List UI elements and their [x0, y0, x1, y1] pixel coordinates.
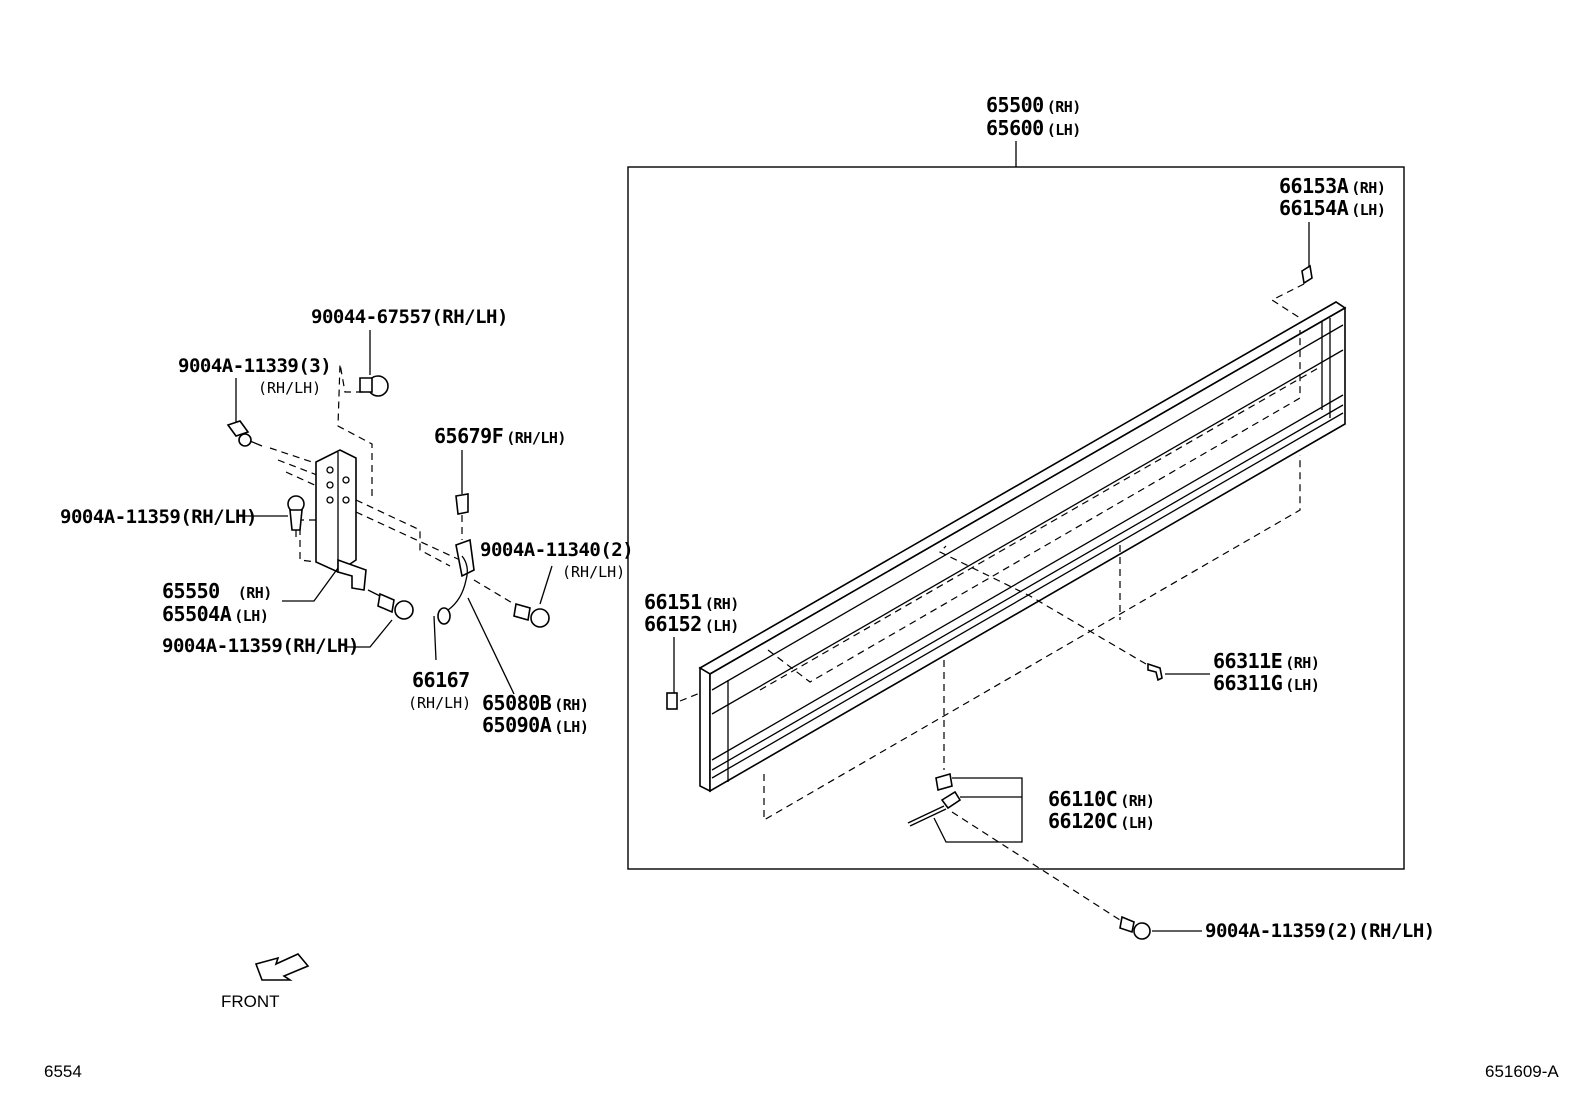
clip-mid-part: [938, 545, 1163, 770]
bolt-bottom-right-label: 9004A-11359(2)(RH/LH): [1205, 920, 1435, 942]
bolt-11340-label: 9004A-11340(2): [480, 539, 633, 561]
moulding-assembly-frame: [627, 141, 1405, 870]
clip-bottom-rh-sfx: (RH): [1120, 792, 1154, 810]
bolt-11339-sfx: (RH/LH): [258, 379, 321, 397]
svg-text:66154A(LH): 66154A(LH): [1279, 196, 1385, 220]
clip-bottom-lh-pn: 66120C: [1048, 809, 1117, 833]
clip-left-rh-pn: 66151: [644, 590, 702, 614]
front-arrow-icon: [254, 953, 310, 981]
clip-mid-lh-pn: 66311G: [1213, 671, 1283, 695]
callout-moulding: 65500(RH) 65600(LH): [986, 93, 1081, 140]
rivet-part: [337, 330, 389, 500]
clip-bottom-parts: [907, 772, 1121, 921]
clip-bottom-rh-pn: 66110C: [1048, 787, 1117, 811]
part-66167-pn: 66167: [412, 668, 470, 692]
harness-rh-sfx: (RH): [554, 696, 588, 714]
bracket-lh-sfx: (LH): [234, 607, 268, 625]
callout-bracket: 65550 (RH) 65504A(LH): [162, 567, 339, 626]
harness-lh-pn: 65090A: [482, 713, 552, 737]
bolt-11359-lower-part: [346, 589, 414, 648]
svg-text:66311G(LH): 66311G(LH): [1213, 671, 1319, 695]
clip-top-lh-sfx: (LH): [1351, 201, 1385, 219]
svg-text:65600(LH): 65600(LH): [986, 116, 1081, 140]
clip-left-lh-pn: 66152: [644, 612, 702, 636]
callout-harness: 65080B(RH) 65090A(LH): [482, 691, 589, 737]
clip-top-lh-pn: 66154A: [1279, 196, 1349, 220]
rivet-label: 90044-67557(RH/LH): [311, 306, 508, 328]
callout-clip-left: 66151(RH) 66152(LH): [644, 590, 739, 693]
callout-clip-65679F: 65679F(RH/LH): [434, 424, 566, 494]
svg-text:65550(RH): 65550 (RH): [162, 579, 272, 603]
side-moulding-panel: [698, 301, 1347, 793]
harness-part: [433, 538, 515, 695]
bolt-11340-part: [473, 565, 553, 628]
svg-text:65679F(RH/LH): 65679F(RH/LH): [434, 424, 566, 448]
bracket-part: [299, 449, 461, 591]
svg-text:65504A(LH): 65504A(LH): [162, 602, 268, 626]
clip-mid-lh-sfx: (LH): [1285, 676, 1319, 694]
moulding-lh-sfx: (LH): [1047, 121, 1081, 139]
clip-65679F-pn: 65679F: [434, 424, 503, 448]
bracket-lh-pn: 65504A: [162, 602, 232, 626]
part-66167-sfx: (RH/LH): [408, 694, 471, 712]
clip-65679F-sfx: (RH/LH): [506, 429, 566, 447]
svg-text:65500(RH): 65500(RH): [986, 93, 1081, 117]
clip-mid-rh-sfx: (RH): [1285, 654, 1319, 672]
clip-mid-rh-pn: 66311E: [1213, 649, 1282, 673]
bolt-11359-lower-label: 9004A-11359(RH/LH): [162, 635, 359, 657]
bracket-rh-pn: 65550: [162, 579, 220, 603]
moulding-rh-pn: 65500: [986, 93, 1044, 117]
svg-text:66151(RH): 66151(RH): [644, 590, 739, 614]
svg-text:66110C(RH): 66110C(RH): [1048, 787, 1154, 811]
svg-text:65090A(LH): 65090A(LH): [482, 713, 588, 737]
clip-left-part: [666, 692, 701, 710]
clip-left-lh-sfx: (LH): [705, 617, 739, 635]
callout-clip-bottom: 66110C(RH) 66120C(LH): [933, 777, 1155, 843]
callout-clip-mid: 66311E(RH) 66311G(LH): [1165, 649, 1320, 695]
clip-65679F-part: [455, 493, 469, 540]
bolt-11339-label: 9004A-11339(3): [178, 355, 331, 377]
harness-lh-sfx: (LH): [554, 718, 588, 736]
callout-clip-top: 66153A(RH) 66154A(LH): [1279, 174, 1386, 268]
page-code-left: 6554: [44, 1062, 82, 1081]
bolt-11359-upper-part: [242, 495, 305, 540]
clip-top-rh-pn: 66153A: [1279, 174, 1349, 198]
clip-top-part: [1270, 264, 1313, 319]
clip-left-rh-sfx: (RH): [705, 595, 739, 613]
clip-bottom-lh-sfx: (LH): [1120, 814, 1154, 832]
harness-rh-pn: 65080B: [482, 691, 552, 715]
bolt-11359-upper-label: 9004A-11359(RH/LH): [60, 506, 257, 528]
svg-text:66152(LH): 66152(LH): [644, 612, 739, 636]
front-label: FRONT: [221, 992, 280, 1011]
bracket-rh-sfx: (RH): [238, 584, 272, 602]
callout-part-66167: 66167 (RH/LH): [408, 668, 471, 712]
bolt-bottom-right: [1119, 915, 1202, 940]
moulding-rh-sfx: (RH): [1047, 98, 1081, 116]
bolt-11340-sfx: (RH/LH): [562, 563, 625, 581]
clip-top-rh-sfx: (RH): [1351, 179, 1385, 197]
svg-text:66120C(LH): 66120C(LH): [1048, 809, 1154, 833]
page-code-right: 651609-A: [1485, 1062, 1559, 1081]
svg-text:66153A(RH): 66153A(RH): [1279, 174, 1385, 198]
svg-text:65080B(RH): 65080B(RH): [482, 691, 588, 715]
moulding-lh-pn: 65600: [986, 116, 1044, 140]
svg-text:66311E(RH): 66311E(RH): [1213, 649, 1319, 673]
